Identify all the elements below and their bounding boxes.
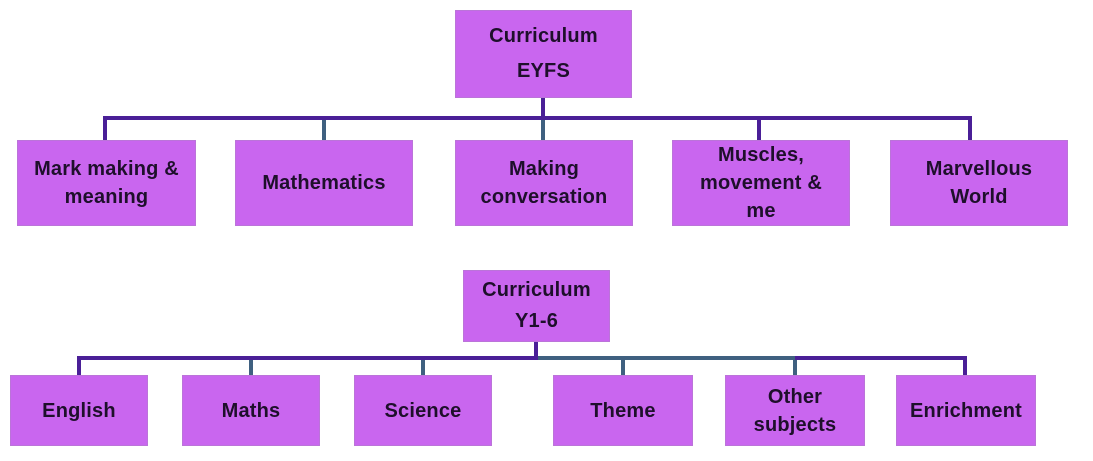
- root-label-line2: Y1-6: [514, 309, 559, 332]
- node-science: Science: [354, 375, 492, 446]
- connector-drop: [757, 120, 761, 140]
- root-label-line1: Curriculum: [489, 24, 598, 47]
- connector-drop: [963, 360, 967, 375]
- node-mathematics: Mathematics: [235, 140, 413, 226]
- connector-horizontal-segment: [795, 356, 967, 360]
- node-other-subjects: Other subjects: [725, 375, 865, 446]
- connector-horizontal: [103, 116, 972, 120]
- node-making-conversation: Making conversation: [455, 140, 633, 226]
- connector-drop: [77, 360, 81, 375]
- node-enrichment: Enrichment: [896, 375, 1036, 446]
- connector-root-stub: [541, 98, 545, 116]
- node-muscles-movement-and-me: Muscles, movement & me: [672, 140, 850, 226]
- root-label-line2: EYFS: [516, 60, 571, 83]
- connector-drop: [103, 120, 107, 140]
- connector-horizontal-segment: [538, 356, 795, 360]
- node-mark-making-and-meaning: Mark making & meaning: [17, 140, 196, 226]
- node-english: English: [10, 375, 148, 446]
- node-marvellous-world: Marvellous World: [890, 140, 1068, 226]
- connector-root-stub: [534, 342, 538, 356]
- root-label-line1: Curriculum: [482, 279, 591, 302]
- node-curriculum-eyfs-root: Curriculum EYFS: [455, 10, 632, 98]
- connector-drop: [249, 360, 253, 375]
- connector-drop: [793, 360, 797, 375]
- connector-drop: [968, 120, 972, 140]
- node-theme: Theme: [553, 375, 693, 446]
- connector-drop: [621, 360, 625, 375]
- connector-drop: [421, 360, 425, 375]
- connector-horizontal-segment: [77, 356, 538, 360]
- connector-drop: [322, 120, 326, 140]
- node-curriculum-y1-6-root: Curriculum Y1-6: [463, 270, 610, 342]
- node-maths: Maths: [182, 375, 320, 446]
- connector-drop: [541, 120, 545, 140]
